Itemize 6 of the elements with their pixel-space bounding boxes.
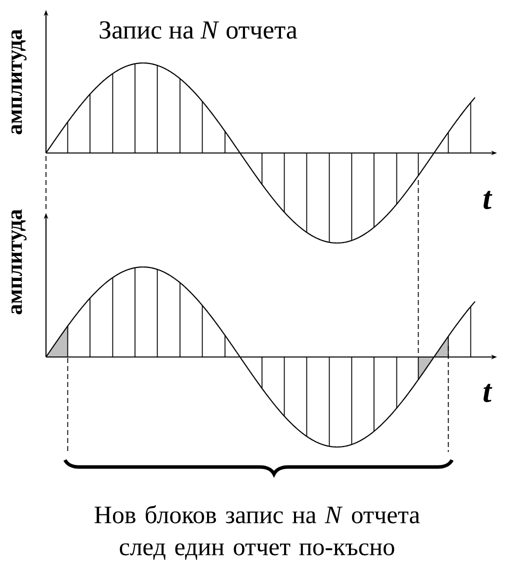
caption: Нов блоков запис на N отчета след един отчет по-късно xyxy=(94,505,420,560)
axis-label: амплитуда xyxy=(11,209,27,314)
axis-label: амплитуда xyxy=(11,29,27,134)
axis-label: t xyxy=(484,384,492,402)
chart-title: Запис на N отчета xyxy=(100,21,298,39)
axis-label: t xyxy=(484,190,492,210)
